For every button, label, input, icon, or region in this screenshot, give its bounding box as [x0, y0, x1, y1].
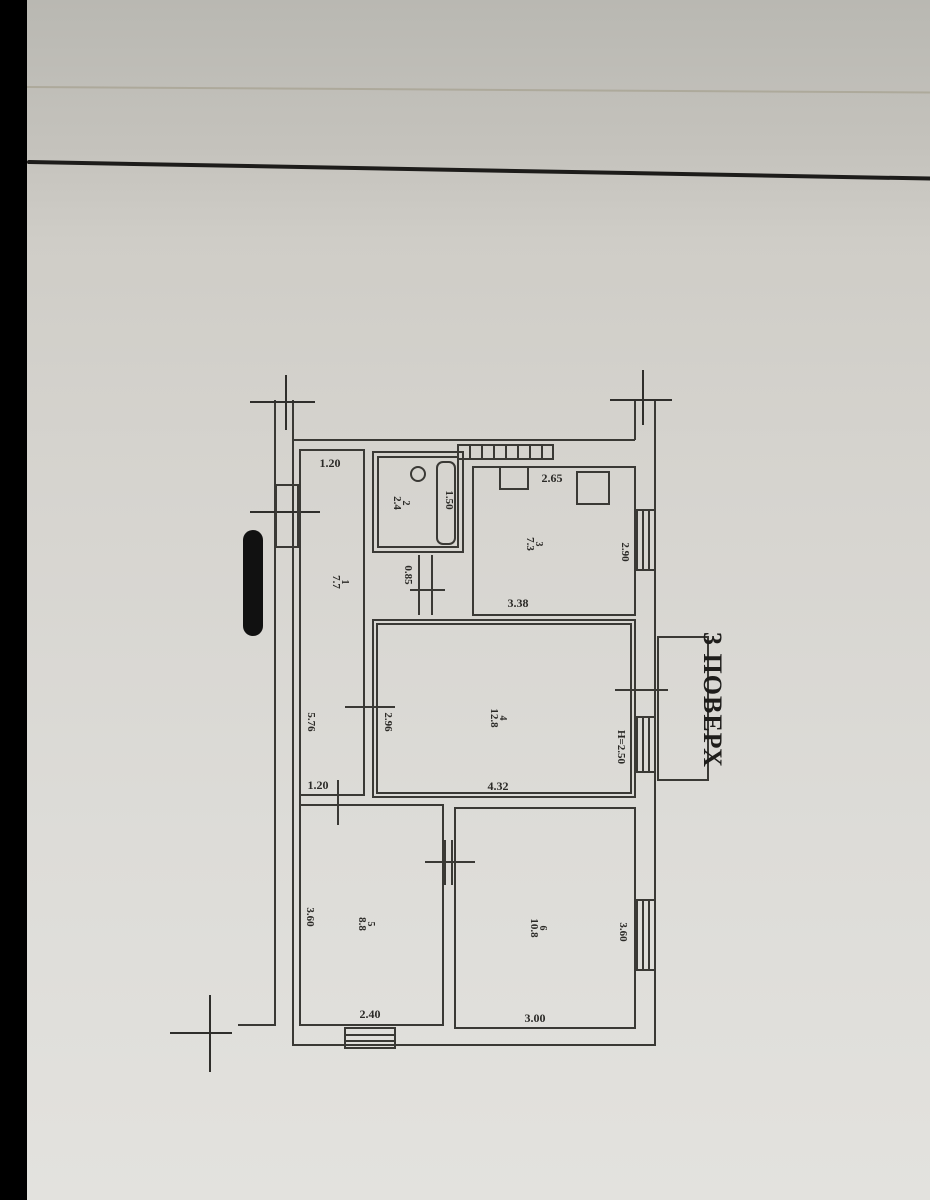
room-4-living: [372, 619, 636, 798]
room-4-area: 12.8: [488, 708, 500, 728]
balcony: [657, 636, 709, 781]
room-6-area: 10.8: [528, 918, 540, 938]
dim-bathtub: 1.50: [443, 490, 455, 510]
dim-kitchen-depth: 2.90: [619, 542, 631, 562]
room-4-number: 4: [497, 716, 508, 721]
room-2-number: 2: [400, 501, 411, 506]
dim-hall-top: 1.20: [320, 456, 341, 470]
bathtub-icon: [436, 461, 456, 545]
room-1-hallway: [299, 449, 365, 796]
dim-bedroom6-depth: 3.60: [617, 922, 629, 942]
stove-icon: [576, 471, 610, 505]
window-bedroom-5: [344, 1027, 396, 1049]
room-5-number: 5: [365, 922, 376, 927]
redaction-mark: [243, 530, 263, 636]
dim-bedroom6-width: 3.00: [525, 1011, 546, 1025]
window-living: [636, 716, 656, 773]
dim-hall-length: 5.76: [305, 712, 317, 732]
floor-title: 3 ПОВЕРХ: [698, 632, 727, 768]
dim-living-depth: 2.96: [382, 712, 394, 732]
room-6-bedroom: [454, 807, 636, 1029]
toilet-icon: [410, 466, 426, 482]
dim-kitchen-bottom: 3.38: [508, 596, 529, 610]
room-2-bathroom: [372, 451, 464, 553]
room-5-area: 8.8: [356, 917, 368, 931]
dim-living-width: 4.32: [488, 779, 509, 793]
axis-markers: [170, 370, 672, 1072]
dim-ceiling-height: H=2.50: [615, 730, 627, 765]
room-3-kitchen: [472, 466, 636, 616]
window-hall: [275, 484, 299, 548]
room-5-bedroom: [299, 804, 444, 1026]
dim-hall-bottom: 1.20: [308, 778, 329, 792]
window-bedroom-6: [636, 899, 656, 971]
paper-sheet: [27, 0, 930, 1200]
room-1-area: 7.7: [330, 575, 342, 589]
room-2-area: 2.4: [391, 496, 403, 510]
dim-bedroom5-depth: 3.60: [304, 907, 316, 927]
room-3-number: 3: [533, 542, 544, 547]
room-3-area: 7.3: [524, 537, 536, 551]
dim-bath-door: 0.85: [402, 565, 414, 585]
window-kitchen: [636, 509, 656, 571]
dim-kitchen-top: 2.65: [542, 471, 563, 485]
dim-bedroom5-width: 2.40: [360, 1007, 381, 1021]
room-6-number: 6: [537, 926, 548, 931]
room-1-number: 1: [339, 580, 350, 585]
sink-icon: [499, 466, 529, 490]
